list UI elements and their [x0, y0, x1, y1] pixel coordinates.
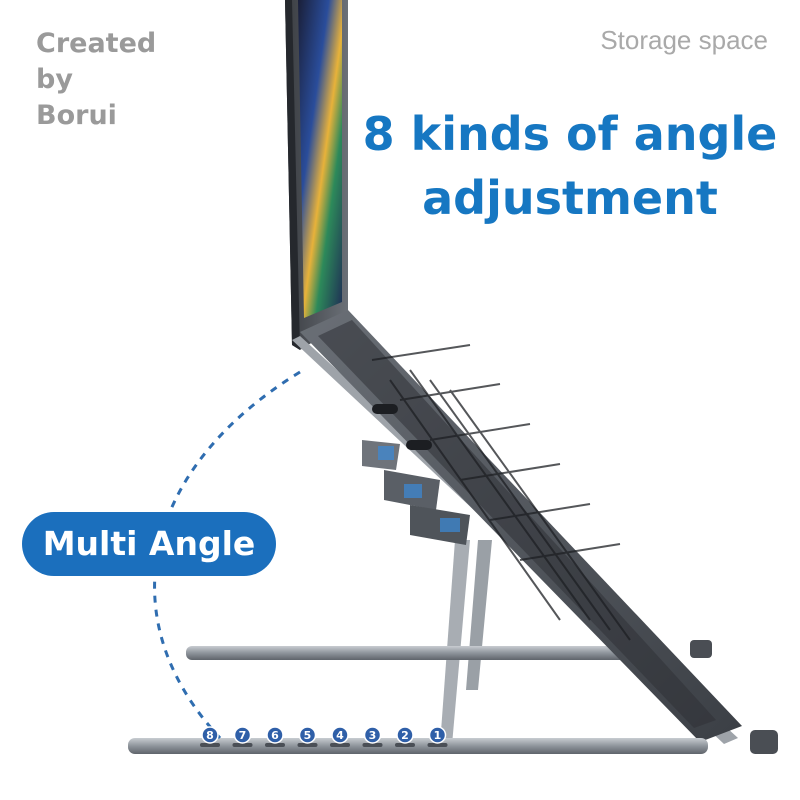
- angle-slot-4: 4: [330, 726, 350, 747]
- angle-slot-1: 1: [427, 726, 448, 747]
- watermark-line: Created: [36, 28, 157, 59]
- angle-slot-8: 8: [200, 726, 220, 747]
- headline: 8 kinds of angle adjustment: [340, 102, 800, 230]
- angle-slot-marker: [298, 726, 317, 744]
- angle-slot-notch: [200, 743, 220, 747]
- angle-slot-notch: [362, 743, 383, 747]
- stand-hinge-brackets: [362, 440, 470, 545]
- angle-slot-label: 6: [271, 729, 279, 742]
- angle-slot-label: 4: [336, 729, 344, 742]
- angle-slot-marker: [201, 726, 219, 744]
- stand-back-rail: [186, 640, 712, 660]
- multi-angle-badge: Multi Angle: [22, 512, 276, 576]
- angle-slot-notch: [232, 743, 253, 747]
- angle-slot-marker: [266, 726, 284, 744]
- angle-slot-marker: [363, 726, 382, 744]
- angle-slot-notch: [395, 743, 415, 747]
- watermark: Created by Borui: [36, 26, 196, 134]
- angle-slot-notch: [427, 743, 448, 747]
- angle-arc: [153, 370, 301, 740]
- angle-slot-7: 7: [232, 726, 253, 747]
- angle-slot-marker: [396, 726, 414, 744]
- angle-slot-numbers: 8 7 6 5 4 3 2 1: [200, 726, 448, 747]
- angle-slot-5: 5: [297, 726, 318, 747]
- laptop-keyboard: [371, 344, 631, 641]
- laptop-screen: [285, 0, 348, 350]
- angle-slot-marker: [428, 726, 447, 744]
- angle-slot-notch: [265, 743, 285, 747]
- angle-slot-label: 5: [304, 729, 312, 742]
- angle-slot-notch: [297, 743, 318, 747]
- storage-space-label: Storage space: [600, 25, 768, 55]
- angle-slot-marker: [331, 726, 349, 744]
- headline-line-1: 8 kinds of angle: [362, 107, 778, 161]
- angle-slot-label: 2: [401, 729, 409, 742]
- watermark-line: by: [36, 64, 73, 95]
- laptop-ports: [372, 404, 432, 450]
- stand-support-legs: [440, 540, 492, 745]
- angle-slot-label: 7: [239, 729, 247, 742]
- laptop-base: [300, 310, 742, 742]
- angle-slot-label: 3: [369, 729, 377, 742]
- watermark-line: Borui: [36, 100, 117, 131]
- angle-slot-marker: [233, 726, 252, 744]
- angle-slot-label: 8: [206, 729, 214, 742]
- angle-slot-notch: [330, 743, 350, 747]
- headline-line-2: adjustment: [422, 171, 718, 225]
- angle-slot-6: 6: [265, 726, 285, 747]
- angle-slot-2: 2: [395, 726, 415, 747]
- angle-slot-3: 3: [362, 726, 383, 747]
- angle-slot-label: 1: [434, 729, 442, 742]
